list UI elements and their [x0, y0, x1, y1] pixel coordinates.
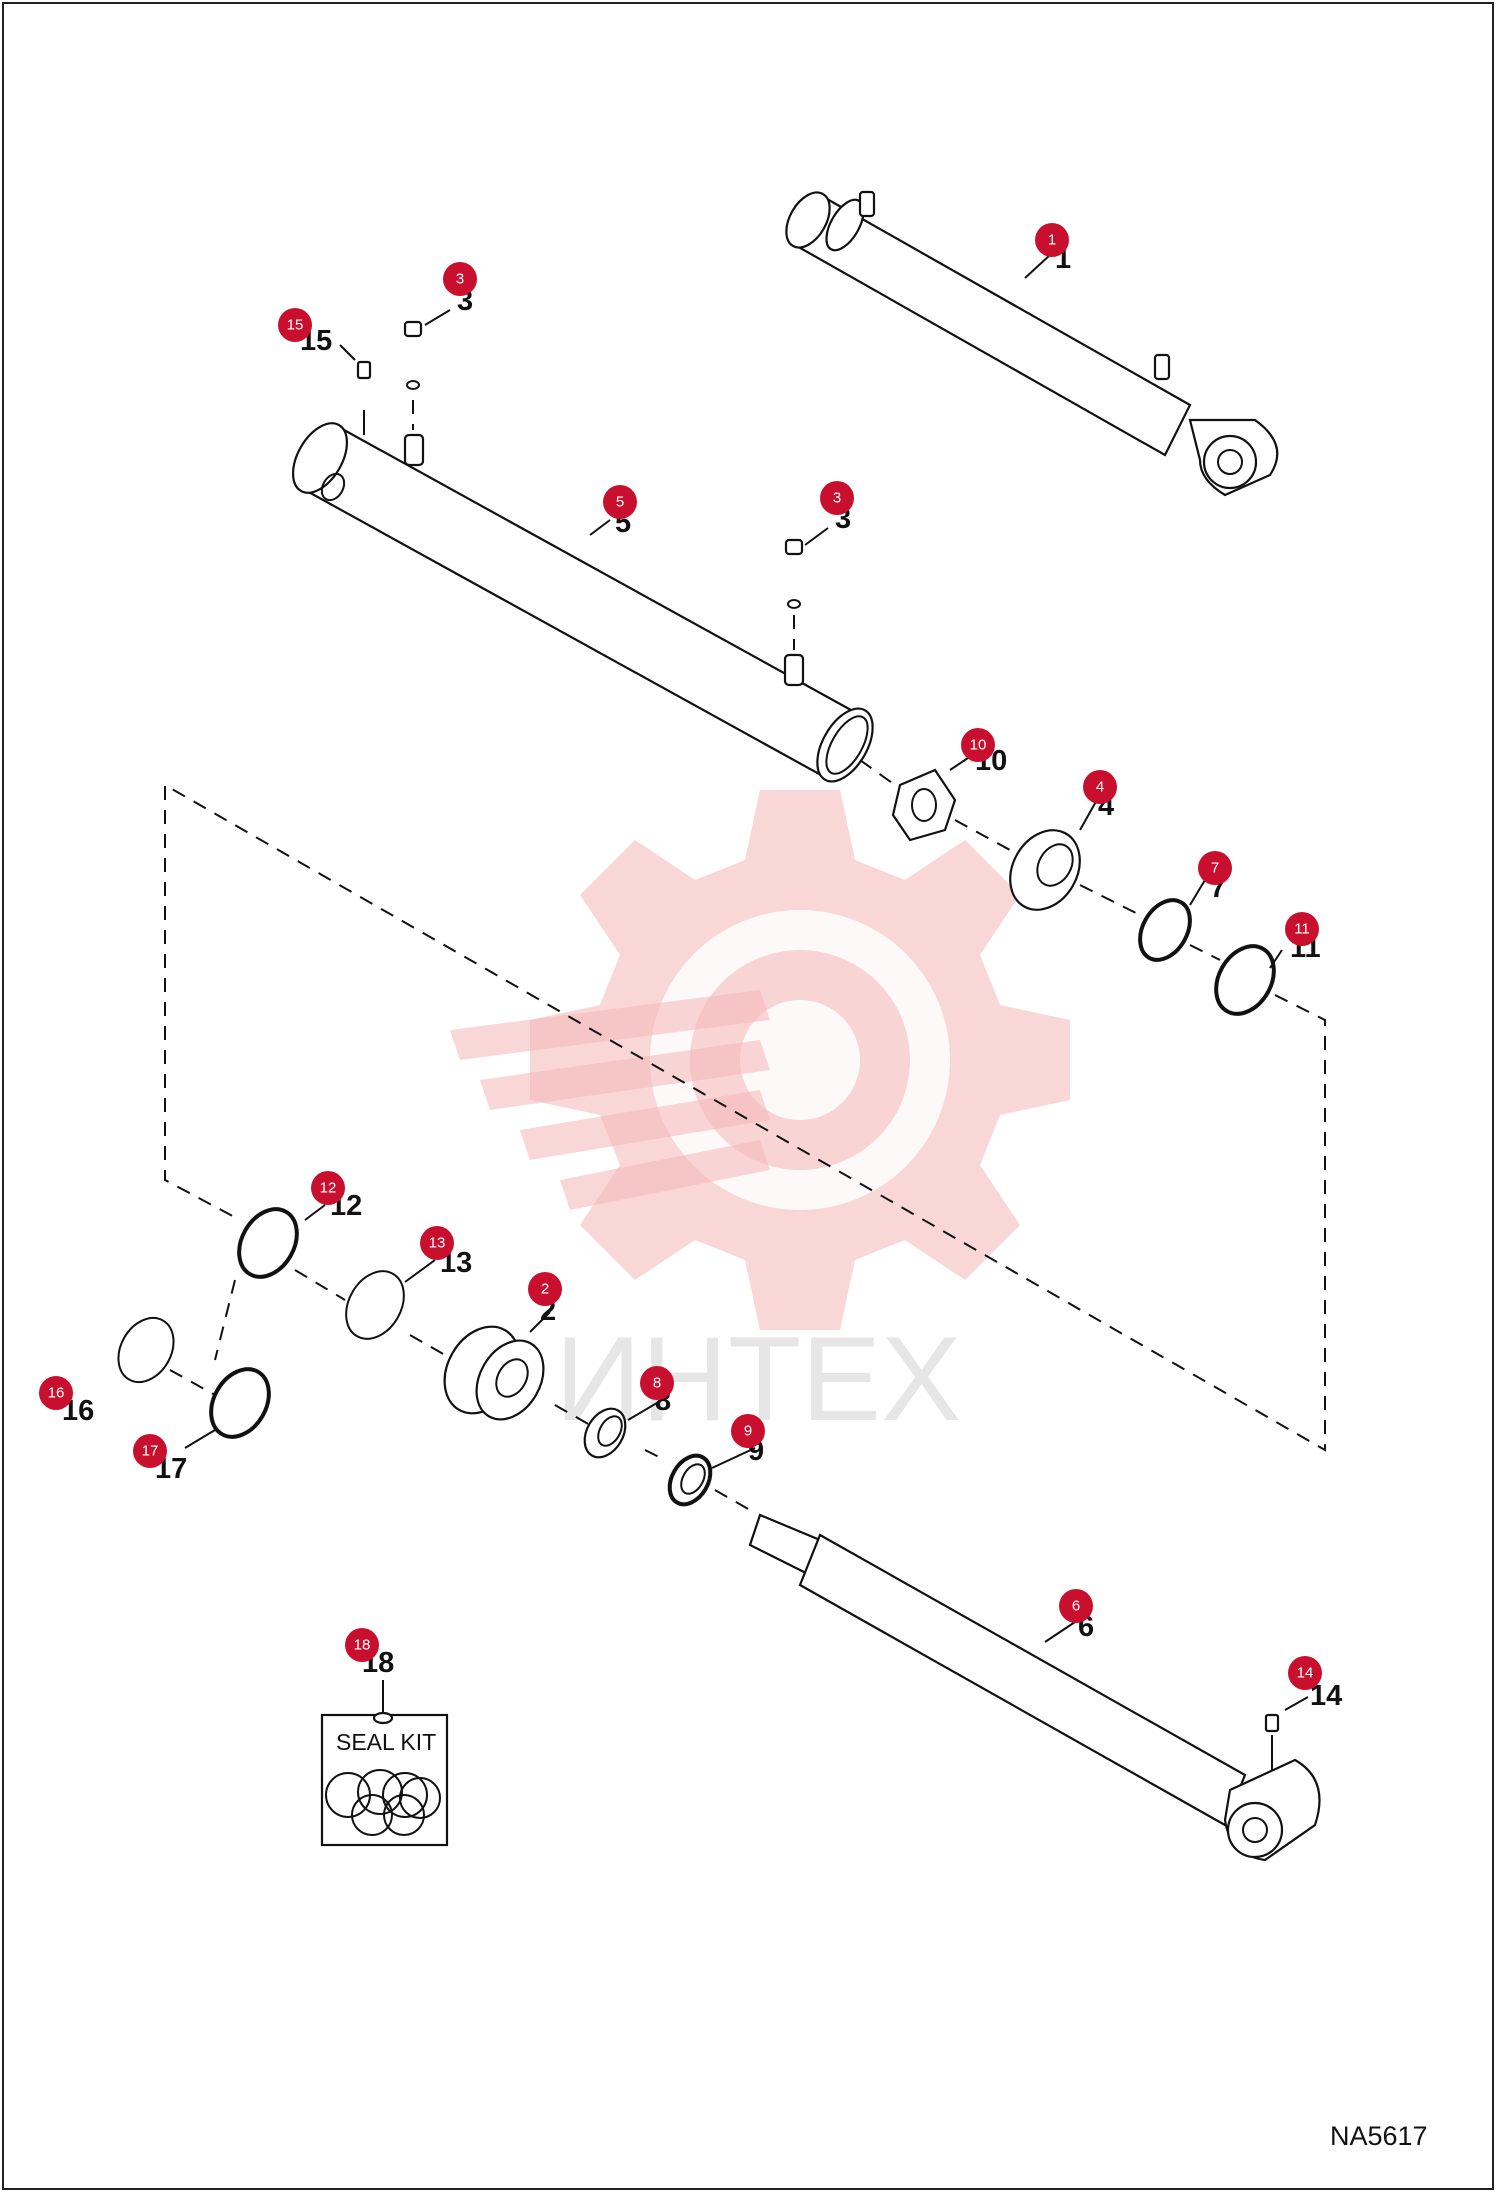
callout-badge-12[interactable]: 12: [311, 1171, 345, 1205]
part-1-cylinder-assembly: [785, 190, 1279, 497]
callout-badge-17[interactable]: 17: [133, 1434, 167, 1468]
fittings-3-15: [356, 320, 804, 650]
svg-text:14: 14: [1297, 1665, 1314, 1682]
part-5-barrel: [291, 422, 874, 783]
svg-text:18: 18: [354, 1637, 371, 1654]
assembly-dashed-lines: [164, 759, 1326, 1511]
svg-text:8: 8: [653, 1375, 661, 1392]
seal-kit-label: SEAL KIT: [336, 1729, 436, 1755]
piston-parts: [891, 768, 1276, 1016]
svg-text:15: 15: [287, 317, 304, 334]
callout-badge-5[interactable]: 5: [603, 485, 637, 519]
svg-text:5: 5: [616, 494, 624, 511]
callout-badge-9[interactable]: 9: [731, 1414, 765, 1448]
svg-text:6: 6: [1072, 1598, 1080, 1615]
svg-text:3: 3: [456, 271, 464, 288]
watermark-gear-icon: [450, 790, 1070, 1330]
seal-rings: [117, 1207, 405, 1439]
callout-badge-15[interactable]: 15: [278, 308, 312, 342]
svg-text:13: 13: [429, 1235, 446, 1252]
callout-badge-18[interactable]: 18: [345, 1628, 379, 1662]
svg-text:9: 9: [744, 1423, 752, 1440]
svg-text:2: 2: [541, 1281, 549, 1298]
callout-badge-14[interactable]: 14: [1288, 1656, 1322, 1690]
drawing-code: NA5617: [1330, 2121, 1428, 2151]
callout-badge-11[interactable]: 11: [1285, 912, 1319, 946]
svg-text:17: 17: [142, 1443, 159, 1460]
svg-text:3: 3: [833, 490, 841, 507]
svg-text:4: 4: [1096, 779, 1104, 796]
callout-badge-16[interactable]: 16: [39, 1376, 73, 1410]
svg-text:11: 11: [1294, 921, 1310, 938]
callout-badge-6[interactable]: 6: [1059, 1589, 1093, 1623]
callout-badge-8[interactable]: 8: [640, 1366, 674, 1400]
svg-text:1: 1: [1048, 232, 1056, 249]
callout-badge-1[interactable]: 1: [1035, 223, 1069, 257]
part-18-seal-kit: SEAL KIT: [320, 1680, 449, 1847]
svg-text:7: 7: [1211, 860, 1219, 877]
callout-badge-13[interactable]: 13: [420, 1226, 454, 1260]
svg-text:10: 10: [970, 737, 987, 754]
callout-leaders: [184, 254, 1309, 1711]
svg-text:12: 12: [320, 1180, 337, 1197]
callout-badge-3b[interactable]: 3: [820, 481, 854, 515]
callout-badge-4[interactable]: 4: [1083, 770, 1117, 804]
callout-badge-7[interactable]: 7: [1198, 851, 1232, 885]
part-6-rod: [748, 1513, 1321, 1862]
callout-badge-2[interactable]: 2: [528, 1272, 562, 1306]
svg-text:16: 16: [48, 1385, 65, 1402]
callout-badge-3a[interactable]: 3: [443, 262, 477, 296]
callout-badge-10[interactable]: 10: [961, 728, 995, 762]
gland-parts: [443, 1325, 713, 1507]
